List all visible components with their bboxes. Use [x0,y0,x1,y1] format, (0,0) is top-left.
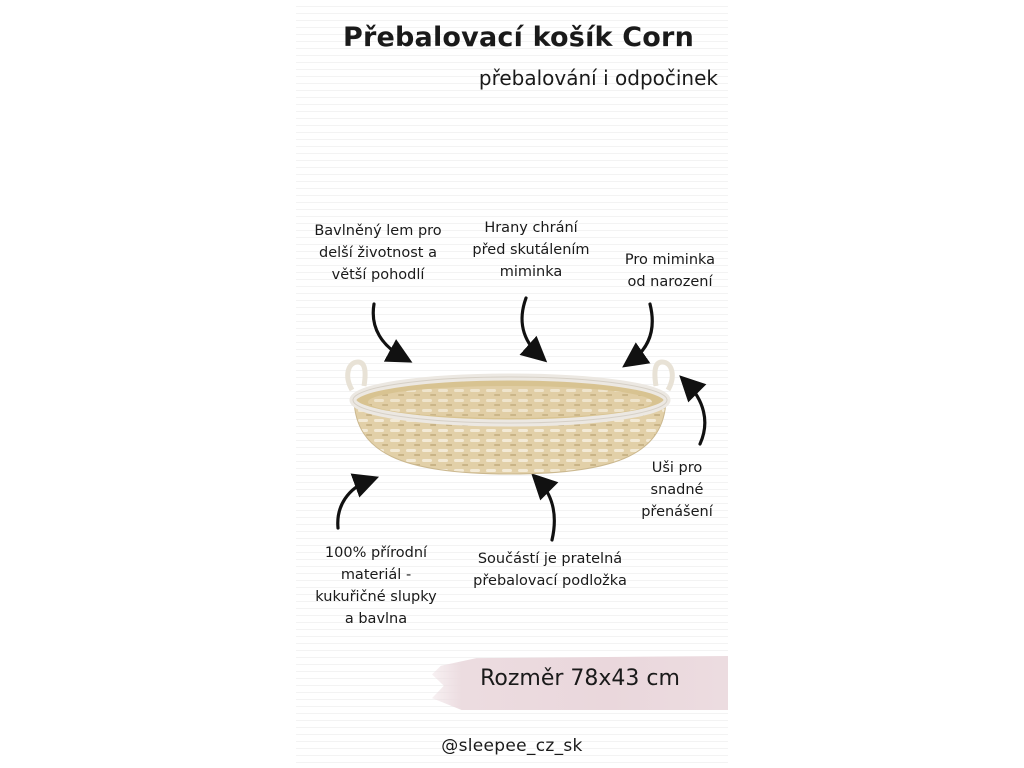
basket-illustration [345,359,675,475]
callout-material: 100% přírodní materiál - kukuřičné slupk… [315,545,437,627]
arrow-icon [371,302,413,363]
callout-edges: Hrany chrání před skutálením miminka [472,220,590,280]
arrow-icon [679,375,707,446]
product-subtitle: přebalování i odpočinek [478,66,718,90]
arrow-icon [622,302,654,368]
callout-newborns: Pro miminka od narození [624,252,716,290]
arrow-icon [531,473,559,542]
size-highlight [432,656,728,710]
callout-changing-pad: Součástí je pratelná přebalovací podložk… [473,551,627,589]
arrow-icon [336,473,380,530]
arrow-icon [519,296,548,363]
callout-cotton-rim: Bavlněný lem pro delší životnost a větší… [314,223,442,283]
social-handle: @sleepee_cz_sk [441,736,583,756]
size-label: Rozměr 78x43 cm [480,666,680,691]
product-title: Přebalovací košík Corn [342,22,694,53]
callout-handles: Uši pro snadné přenášení [641,460,713,520]
